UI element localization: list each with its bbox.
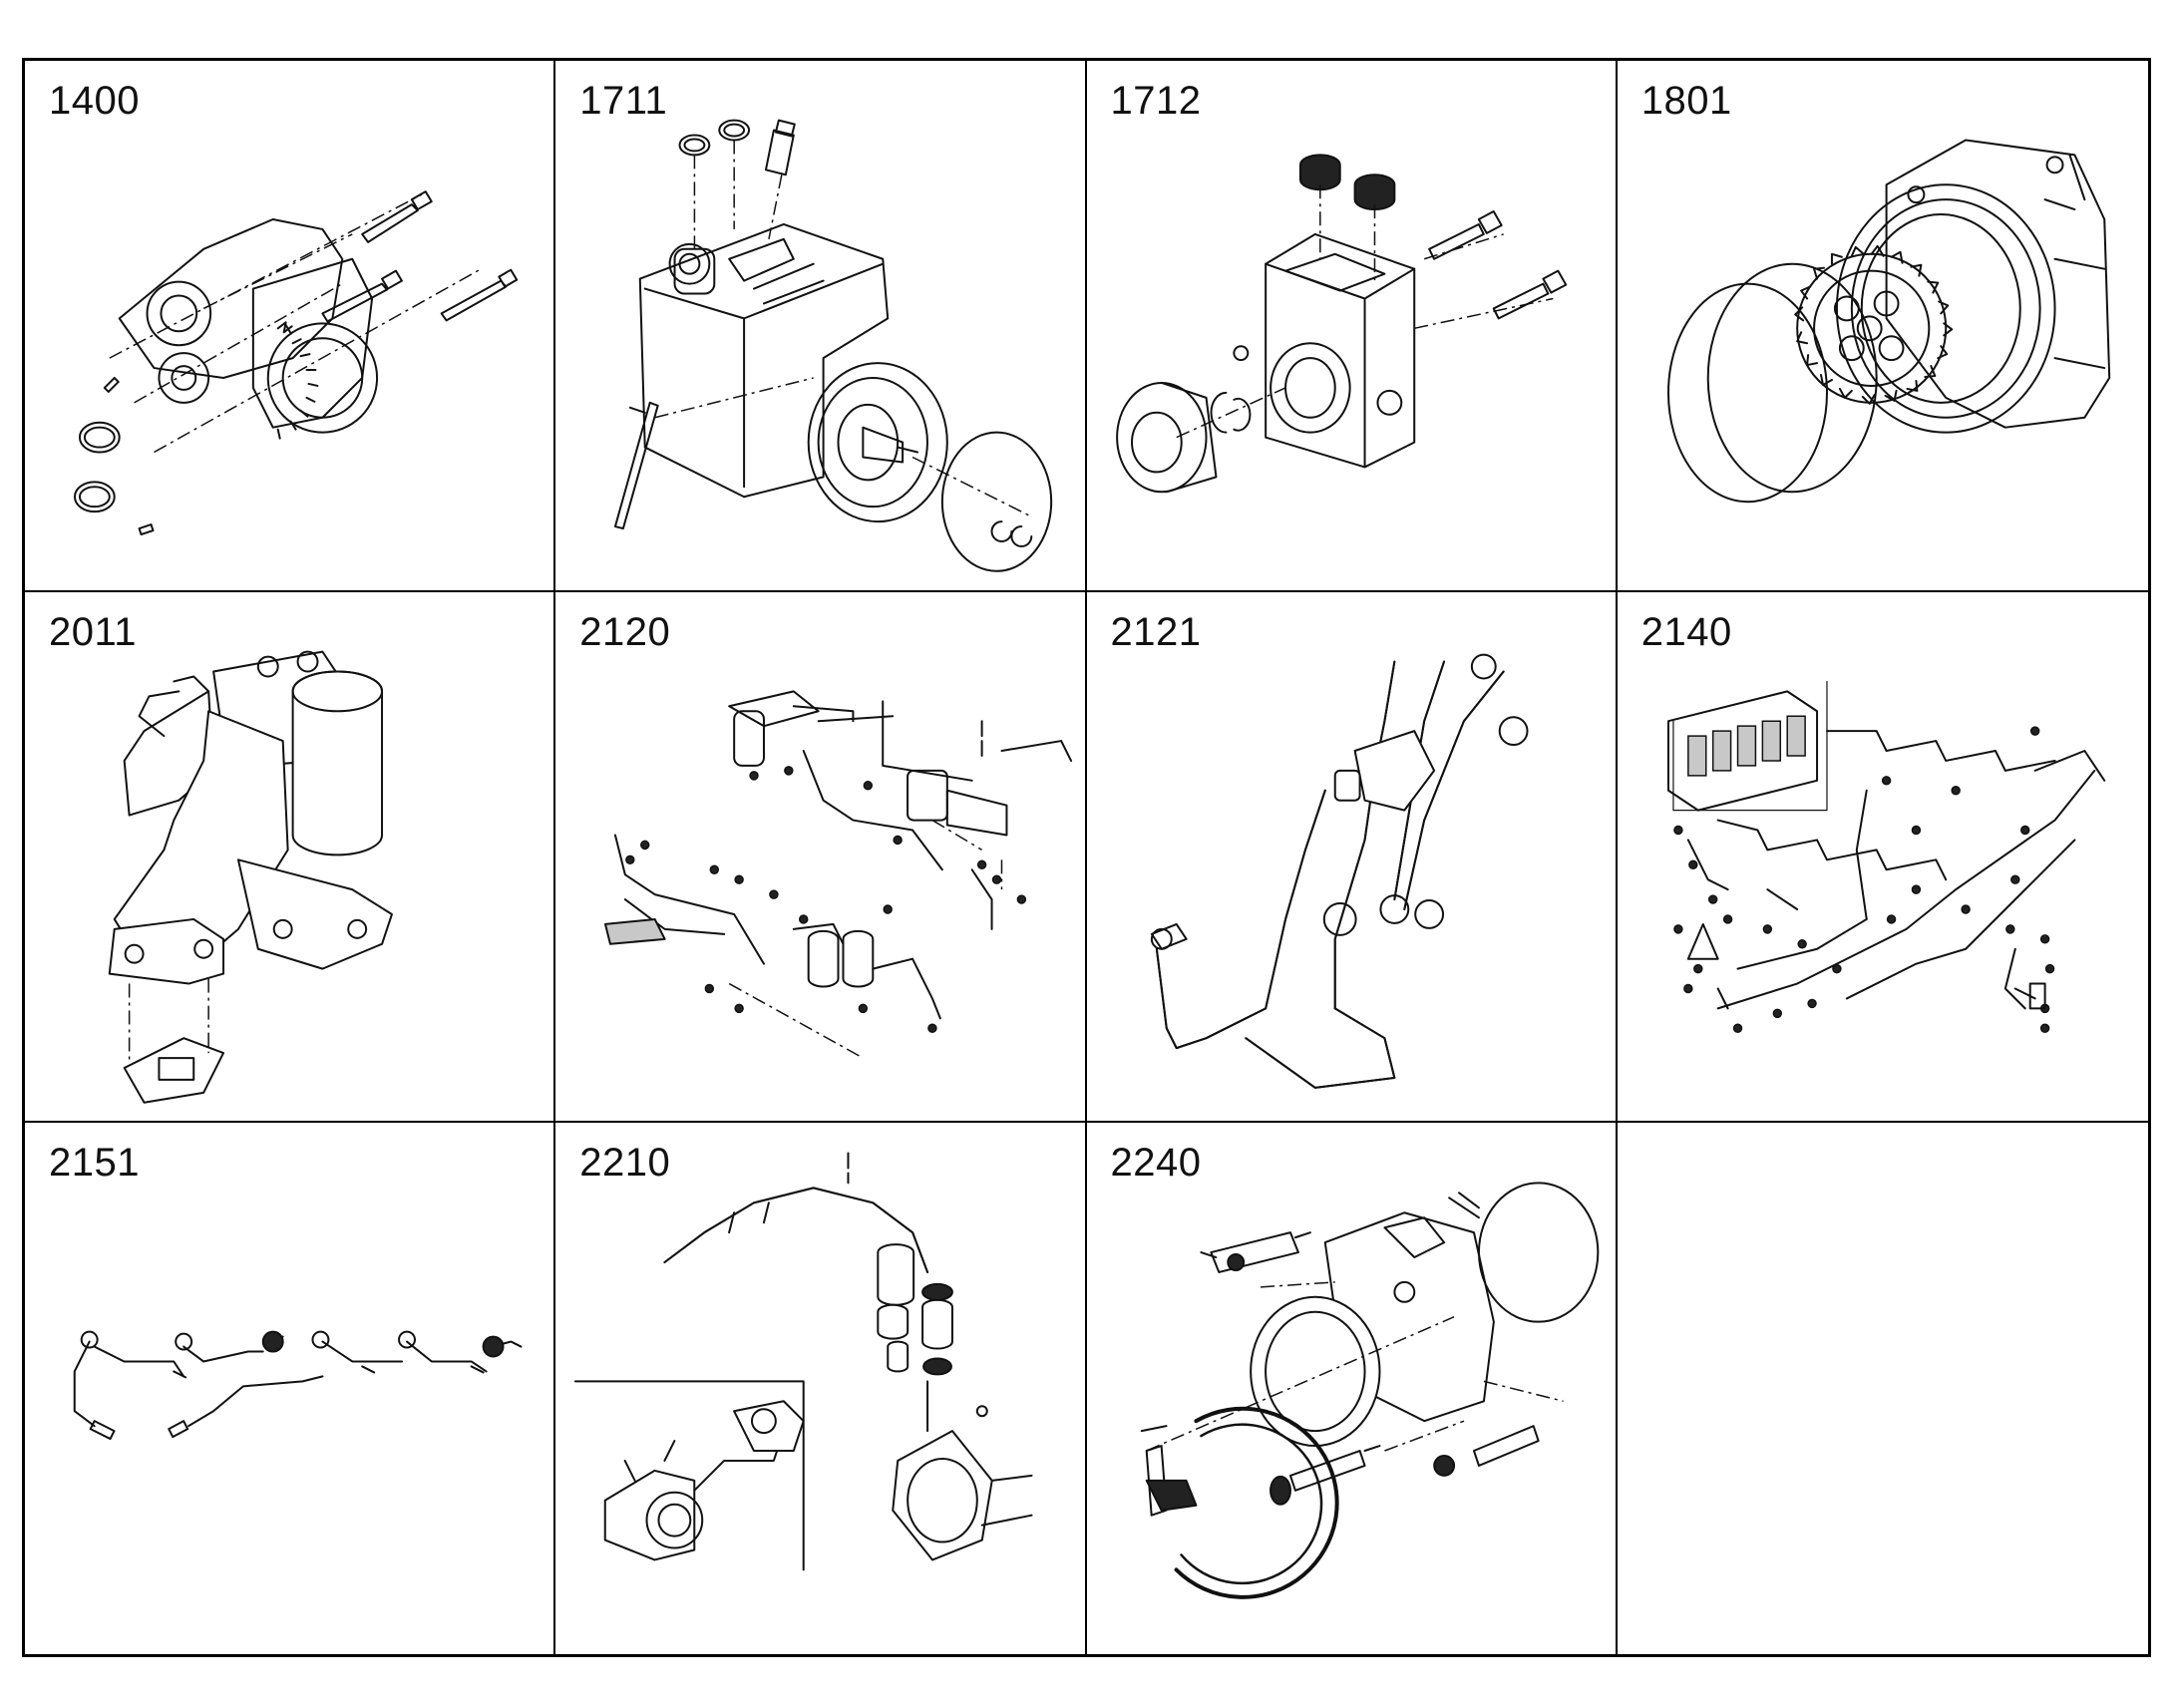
catalog-cell-2011[interactable]: 2011 — [25, 591, 556, 1124]
part-group-code: 2140 — [1640, 609, 1732, 654]
part-group-code: 2151 — [49, 1141, 140, 1186]
gear-housing-drawing-icon — [1618, 61, 2148, 590]
fuel-hoses-drawing-icon — [1087, 592, 1616, 1122]
part-group-code: 2011 — [49, 609, 138, 654]
oil-pump-drawing-icon — [25, 61, 553, 590]
part-group-code: 1801 — [1640, 79, 1732, 123]
parts-catalog-grid: 1400 1711 — [22, 58, 2151, 1657]
part-group-code: 1400 — [49, 79, 140, 123]
catalog-cell-empty — [1617, 1123, 2148, 1654]
catalog-cell-2151[interactable]: 2151 — [25, 1123, 556, 1654]
part-group-code: 1712 — [1110, 79, 1202, 123]
pump-cover-drawing-icon — [1087, 61, 1616, 590]
catalog-cell-1711[interactable]: 1711 — [555, 61, 1087, 592]
intake-pipes-drawing-icon — [555, 1123, 1084, 1654]
fuel-filter-bracket-drawing-icon — [25, 592, 553, 1122]
intake-connector-drawing-icon — [1087, 1123, 1616, 1654]
part-group-code: 2121 — [1110, 609, 1202, 654]
catalog-cell-1801[interactable]: 1801 — [1617, 61, 2148, 592]
catalog-cell-2120[interactable]: 2120 — [555, 591, 1087, 1124]
catalog-cell-2140[interactable]: 2140 — [1617, 591, 2148, 1124]
injector-lines-drawing-icon — [25, 1123, 553, 1654]
catalog-cell-1712[interactable]: 1712 — [1086, 61, 1618, 592]
high-pressure-pump-drawing-icon — [555, 61, 1084, 590]
catalog-cell-1400[interactable]: 1400 — [25, 61, 556, 592]
catalog-cell-2210[interactable]: 2210 — [555, 1123, 1087, 1654]
catalog-cell-2240[interactable]: 2240 — [1086, 1123, 1618, 1654]
part-group-code: 2210 — [579, 1141, 671, 1186]
injection-lines-drawing-icon — [1618, 592, 2148, 1122]
part-group-code: 2120 — [579, 609, 671, 654]
catalog-cell-2121[interactable]: 2121 — [1086, 591, 1618, 1124]
part-group-code: 2240 — [1110, 1141, 1202, 1186]
part-group-code: 1711 — [579, 79, 668, 123]
fuel-lines-drawing-icon — [555, 592, 1084, 1122]
